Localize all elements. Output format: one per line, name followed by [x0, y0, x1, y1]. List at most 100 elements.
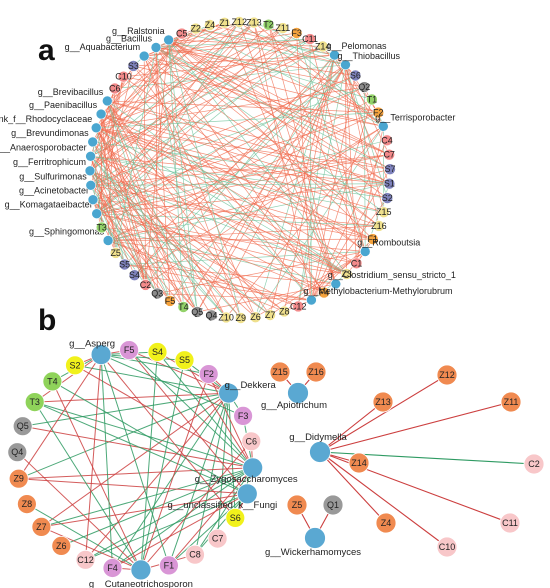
panel-a-edge [96, 213, 379, 227]
panel-a-label-z10: Z10 [218, 312, 234, 322]
panel-a-edge [101, 113, 390, 185]
panel-b-edge [112, 392, 230, 569]
panel-b-edge [194, 493, 248, 556]
panel-a-node-c11 [304, 33, 316, 45]
panel-b-node-g-apiotrichum [287, 382, 309, 404]
panel-b-node-c12 [75, 549, 96, 570]
panel-a-edge [238, 21, 384, 127]
panel-b-node-z7 [31, 517, 52, 537]
panel-b-node-c8 [185, 544, 205, 565]
panel-a-label-s2: S2 [382, 193, 393, 203]
panel-b-label-z13: Z13 [375, 397, 391, 407]
panel-b-edge [208, 373, 254, 469]
panel-a-node-g-brevundimonas [87, 136, 98, 148]
panel-b-edge [85, 354, 102, 560]
panel-b-label-z11: Z11 [504, 397, 519, 407]
panel-b-node-z16 [305, 361, 327, 383]
panel-b-edge [112, 493, 248, 569]
panel-a-node-g-ferritrophicum [84, 165, 96, 177]
panel-a-label-z3: Z3 [341, 269, 352, 279]
panel-a-edge [345, 64, 388, 199]
panel-b-label-f3: F3 [238, 411, 249, 421]
panel-b-edge [194, 467, 254, 555]
panel-a-node-g-aquabacterium [138, 50, 150, 62]
panel-b-node-g-asperg [90, 344, 112, 366]
panel-a-edge [90, 185, 198, 313]
panel-b-label-f1: F1 [164, 560, 175, 570]
panel-a-node-f2 [372, 106, 385, 119]
panel-a-edge [168, 39, 379, 113]
panel-a-edge [89, 170, 227, 318]
panel-b-label-t3: T3 [29, 397, 40, 407]
panel-a-edge [96, 32, 297, 214]
panel-a-edge [168, 39, 323, 47]
panel-b-label-z8: Z8 [22, 499, 33, 509]
panel-a-edge [106, 100, 198, 313]
panel-b-edge [18, 392, 229, 480]
panel-b-edge [41, 526, 142, 571]
panel-a-node-g-romboutsia [359, 246, 371, 257]
panel-a-edge [143, 56, 146, 285]
panel-a-label-f4: F4 [319, 288, 330, 298]
panel-a-edge [90, 155, 347, 275]
panel-a-node-c6 [109, 82, 121, 95]
panel-a-edge [311, 273, 347, 301]
panel-b-label-q5: Q5 [17, 421, 29, 431]
panel-a-node-z11 [276, 22, 289, 34]
panel-b-node-z11 [500, 391, 522, 413]
panel-b-label-z6: Z6 [56, 541, 67, 551]
panel-a-label-t2: T2 [263, 20, 274, 30]
panel-a-label-f2: F2 [373, 108, 384, 118]
panel-b-node-s2 [65, 355, 85, 376]
panel-a-label-z11: Z11 [275, 23, 290, 33]
panel-a-edge [100, 113, 158, 294]
panel-a-node-g-komagataeibacter [91, 208, 102, 219]
panel-b-edge [217, 393, 230, 539]
panel-a-edge [134, 274, 312, 301]
panel-b-edge [18, 467, 253, 480]
panel-a-edge [101, 227, 336, 285]
panel-a-node-s3 [127, 60, 140, 72]
panel-a-node-g-paenibacillus [95, 108, 107, 120]
panel-b-node-z12 [436, 364, 458, 386]
panel-a-edge [95, 127, 198, 313]
panel-a-edge [100, 114, 146, 285]
panel-b-label-z12: Z12 [439, 370, 455, 380]
panel-b-node-q1 [322, 494, 344, 516]
panel-b-label-g-asperg: g__Asperg [69, 339, 115, 350]
panel-a-edge [107, 100, 271, 316]
panel-a-label-g-bacillus: g__Bacillus [106, 33, 153, 43]
panel-a-node-z12 [233, 16, 245, 28]
panel-a-node-z6 [249, 311, 262, 324]
panel-a-edge [90, 75, 356, 186]
panel-b-edge [34, 401, 142, 571]
panel-b-node-g-wickerhamomyces [304, 527, 326, 549]
panel-b-edge [319, 451, 511, 524]
panel-b-node-c2 [523, 453, 545, 475]
panel-b-node-z6 [51, 536, 72, 556]
panel-a-node-g-ralstonia [163, 34, 174, 46]
panel-a-label-g-komagataeibacter: g__Komagataeibacter [5, 200, 93, 210]
panel-a-node-s7 [384, 163, 396, 175]
panel-a-edge [108, 240, 347, 275]
panel-a-label-g-sphingomonas: g__Sphingomonas [29, 227, 105, 237]
panel-a-edge [311, 197, 388, 301]
panel-b-label-z7: Z7 [36, 522, 47, 532]
panel-a-node-z9 [235, 312, 247, 324]
panel-b-node-s6 [225, 508, 246, 528]
panel-a-edge [96, 46, 323, 129]
panel-b-edge [34, 401, 248, 495]
panel-b-node-z13 [372, 391, 394, 413]
panel-a-edge [133, 65, 312, 301]
panel-a-label-c11: C11 [302, 34, 318, 44]
panel-a-edge [95, 127, 125, 265]
panel-b-node-z14 [348, 452, 370, 474]
panel-b-label-c2: C2 [528, 459, 540, 469]
panel-a-edge [107, 100, 379, 113]
panel-a-node-z3 [340, 268, 353, 280]
panel-b-node-z8 [16, 494, 37, 515]
panel-b-edge [319, 451, 387, 524]
panel-b-node-z9 [8, 468, 29, 489]
